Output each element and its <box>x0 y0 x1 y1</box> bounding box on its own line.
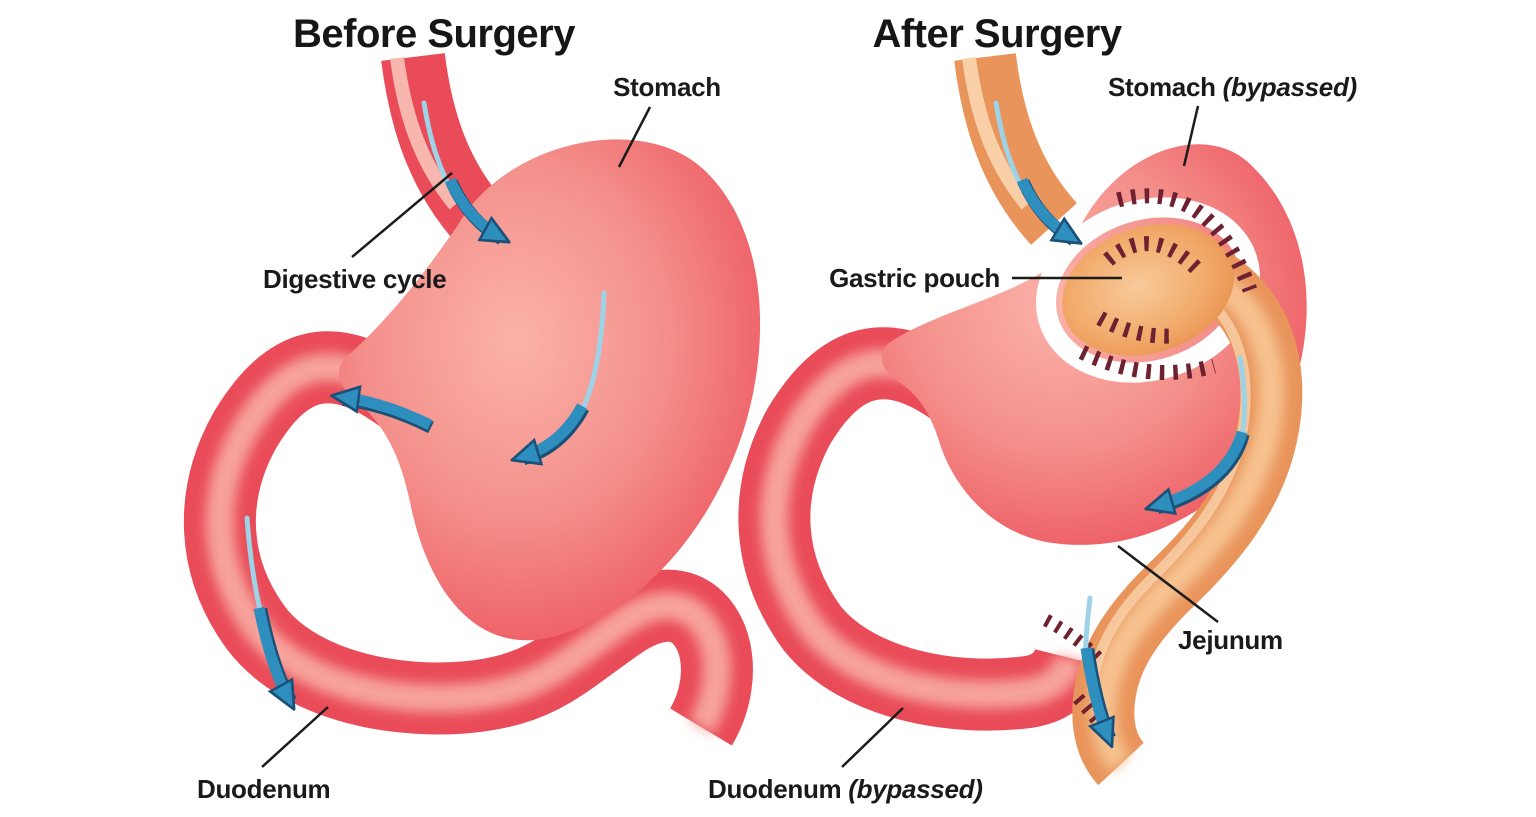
after-flow-arrows <box>993 100 1250 738</box>
jejunum-pointer-line <box>1117 545 1219 623</box>
stomach-body <box>338 139 761 641</box>
flow-arrow-stomach <box>522 403 587 457</box>
digestive-cycle-pointer-line <box>351 172 453 258</box>
after-surgery-title: After Surgery <box>872 12 1122 56</box>
bypassed-duodenum-highlight <box>760 349 1084 709</box>
stomach-bypassed-label-italic: (bypassed) <box>1223 72 1357 102</box>
stomach-bypassed-label-prefix: Stomach <box>1108 72 1223 102</box>
duodenum-bypassed-label: Duodenum (bypassed) <box>708 774 983 804</box>
jejunum-exit-arrow <box>1080 647 1108 737</box>
staple-lines <box>1042 188 1258 738</box>
digestive-cycle-label: Digestive cycle <box>263 264 446 294</box>
before-illustration: Stomach Digestive cycle Duodenum <box>183 52 761 804</box>
stomach-pointer-line <box>617 106 652 168</box>
jejunum-label: Jejunum <box>1178 625 1283 655</box>
gastric-pouch-label: Gastric pouch <box>829 263 1000 293</box>
anastomosis-lower-staples <box>1073 693 1114 738</box>
before-surgery-title: Before Surgery <box>293 12 576 56</box>
esophagus-stripe <box>390 57 461 210</box>
stomach-bypassed-label: Stomach (bypassed) <box>1108 72 1357 102</box>
flow-arrow-pylorus <box>342 397 433 430</box>
jejunum-stripe <box>1087 267 1251 691</box>
stomach-bypassed-pointer-line <box>1182 105 1200 167</box>
flow-arrow-esophagus <box>444 177 500 237</box>
stomach-top-staples <box>1078 345 1216 380</box>
stomach-label: Stomach <box>613 72 721 102</box>
duodenum-label: Duodenum <box>197 774 330 804</box>
duodenum-highlight <box>205 353 731 735</box>
digestive-flow-arrows <box>244 100 607 701</box>
jejunum-flow-arrow <box>1156 430 1248 506</box>
duodenum-bypassed-pointer-line <box>841 707 904 768</box>
pouch-separation-gap <box>1036 197 1260 383</box>
fundus-staples <box>1116 188 1258 293</box>
flow-arrow-duodenum <box>253 606 289 700</box>
after-illustration: Stomach (bypassed) Gastric pouch Jejunum… <box>708 52 1357 804</box>
duodenum-pointer-line <box>261 706 329 768</box>
after-flow-arrow-esophagus <box>1016 177 1072 238</box>
pouch-bottom-staples <box>1096 311 1175 344</box>
gastric-pouch-body <box>1062 224 1234 356</box>
after-esophagus-stripe <box>962 57 1033 210</box>
duodenum-bypassed-label-italic: (bypassed) <box>848 774 982 804</box>
duodenum-bypassed-label-prefix: Duodenum <box>708 774 848 804</box>
